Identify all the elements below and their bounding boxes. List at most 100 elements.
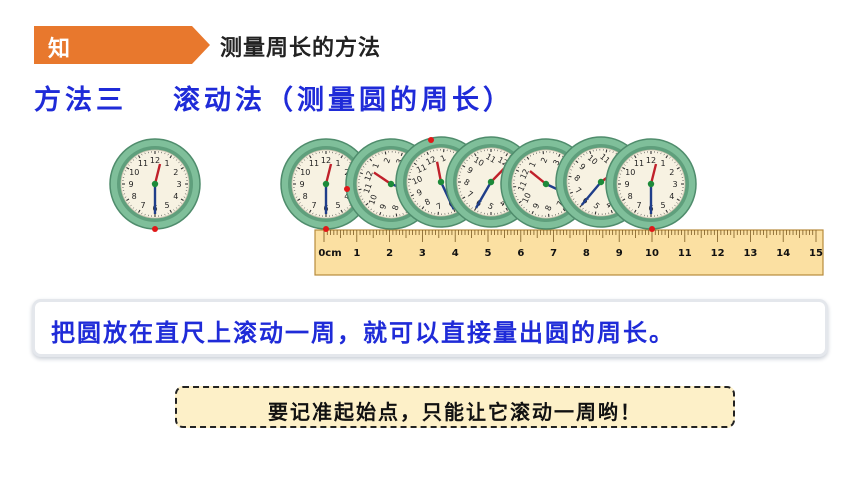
svg-text:10: 10	[472, 155, 485, 168]
start-mark	[344, 186, 350, 192]
start-marks	[152, 137, 655, 232]
reminder-text: 要记准起始点，只能让它滚动一周哟！	[268, 400, 642, 424]
svg-text:1: 1	[164, 159, 169, 168]
svg-text:5: 5	[164, 201, 169, 210]
svg-text:2: 2	[539, 156, 549, 164]
svg-text:11: 11	[516, 180, 528, 193]
tag-label: 知识点二	[48, 37, 72, 158]
svg-text:3: 3	[395, 158, 405, 166]
svg-text:9: 9	[378, 203, 388, 211]
svg-text:2: 2	[669, 168, 674, 177]
svg-text:12: 12	[425, 154, 438, 166]
svg-text:5: 5	[486, 201, 495, 211]
svg-text:11: 11	[484, 152, 497, 165]
svg-text:8: 8	[628, 192, 633, 201]
svg-text:8: 8	[423, 197, 431, 207]
svg-text:11: 11	[138, 159, 148, 168]
svg-text:9: 9	[624, 180, 629, 189]
start-mark	[428, 137, 434, 143]
svg-text:8: 8	[572, 173, 582, 183]
svg-text:7: 7	[466, 189, 475, 199]
ruler-label: 12	[711, 248, 725, 259]
reminder-box: 要记准起始点，只能让它滚动一周哟！	[175, 386, 735, 428]
svg-text:8: 8	[391, 204, 401, 212]
svg-text:4: 4	[669, 192, 674, 201]
ruler-label: 14	[776, 248, 790, 259]
svg-text:4: 4	[344, 192, 349, 201]
ruler-label: 1	[353, 248, 360, 259]
svg-text:10: 10	[625, 168, 635, 177]
svg-text:9: 9	[299, 180, 304, 189]
topic-title: 测量周长的方法	[220, 36, 382, 61]
svg-text:8: 8	[303, 192, 308, 201]
clocks: 1234567891011121234567891011121234567891…	[109, 136, 697, 230]
svg-text:3: 3	[176, 180, 181, 189]
start-mark	[152, 226, 158, 232]
ruler-label: 9	[616, 248, 623, 259]
svg-text:1: 1	[335, 159, 340, 168]
svg-text:11: 11	[309, 159, 319, 168]
ruler-label: 8	[583, 248, 590, 259]
svg-text:10: 10	[300, 168, 310, 177]
svg-text:8: 8	[132, 192, 137, 201]
svg-text:2: 2	[382, 157, 392, 165]
svg-text:7: 7	[435, 201, 443, 211]
ruler-label: 3	[419, 248, 426, 259]
ruler-label: 11	[678, 248, 692, 259]
start-mark	[649, 226, 655, 232]
svg-text:11: 11	[362, 182, 374, 195]
method-title: 方法三 滚动法（测量圆的周长）	[34, 78, 514, 117]
svg-text:12: 12	[646, 156, 656, 165]
svg-text:5: 5	[592, 201, 602, 211]
svg-text:4: 4	[173, 192, 178, 201]
ruler-label: 10	[645, 248, 659, 259]
svg-text:7: 7	[636, 201, 641, 210]
svg-text:4: 4	[604, 200, 614, 210]
ruler-label: 2	[386, 248, 393, 259]
svg-text:7: 7	[140, 201, 145, 210]
explanation-box: 把圆放在直尺上滚动一周，就可以直接量出圆的周长。	[35, 302, 825, 354]
ruler-label: 15	[809, 248, 823, 259]
svg-text:10: 10	[367, 193, 379, 206]
svg-text:9: 9	[415, 187, 423, 197]
svg-text:3: 3	[672, 180, 677, 189]
svg-text:10: 10	[411, 174, 424, 186]
ruler-label: 4	[452, 248, 459, 259]
svg-text:12: 12	[363, 170, 375, 183]
svg-text:1: 1	[439, 153, 447, 163]
method-name: 滚动法（测量圆的周长）	[173, 85, 514, 116]
svg-text:9: 9	[531, 202, 541, 210]
ruler-label: 13	[743, 248, 757, 259]
svg-text:9: 9	[128, 180, 133, 189]
svg-text:7: 7	[555, 200, 565, 208]
start-mark	[323, 226, 329, 232]
svg-text:1: 1	[528, 160, 538, 168]
svg-text:4: 4	[498, 198, 507, 208]
svg-text:3: 3	[551, 158, 561, 166]
svg-text:12: 12	[518, 168, 530, 181]
svg-text:10: 10	[129, 168, 139, 177]
method-number: 方法三	[34, 85, 127, 116]
svg-text:10: 10	[521, 191, 533, 204]
svg-text:7: 7	[573, 186, 583, 196]
svg-text:5: 5	[335, 201, 340, 210]
svg-text:1: 1	[371, 162, 381, 170]
ruler-label: 0cm	[318, 248, 341, 259]
svg-text:7: 7	[311, 201, 316, 210]
svg-text:1: 1	[660, 159, 665, 168]
svg-text:5: 5	[660, 201, 665, 210]
svg-text:9: 9	[577, 162, 587, 172]
svg-text:12: 12	[150, 156, 160, 165]
ruler-label: 5	[485, 248, 492, 259]
ruler-label: 7	[550, 248, 557, 259]
tag-shape	[34, 26, 210, 64]
svg-text:8: 8	[462, 177, 471, 187]
svg-text:2: 2	[173, 168, 178, 177]
svg-text:11: 11	[634, 159, 644, 168]
